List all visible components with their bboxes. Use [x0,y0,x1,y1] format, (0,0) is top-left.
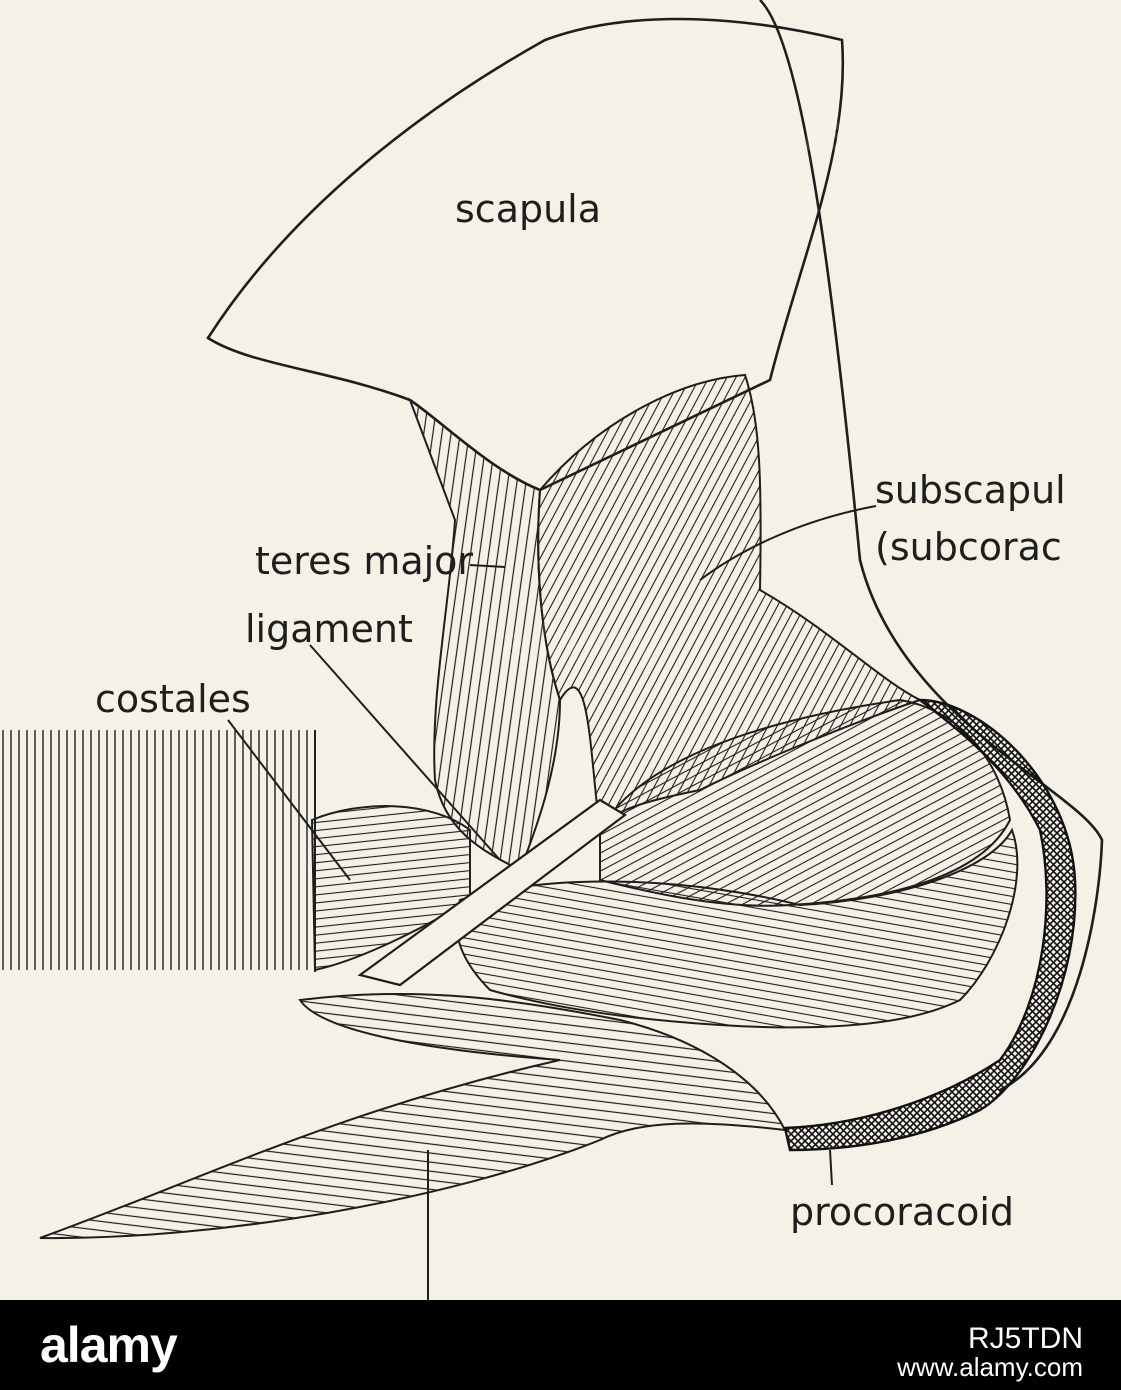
anatomy-diagram: scapula subscapul (subcorac teres major … [0,0,1104,1300]
site-url: www.alamy.com [897,1352,1083,1382]
alamy-logo: alamy [40,1317,178,1373]
costales-hatch-block [0,730,315,970]
ligament-leader [309,644,501,861]
teres-major-muscle [407,397,562,872]
label-teres-major: teres major [255,539,473,583]
pectoral-tendon [39,992,787,1240]
watermark-text: alamy [500,616,663,672]
footer-bar [0,1300,1121,1390]
subscapularis-leader [699,505,877,581]
watermark-text: alamy [770,106,933,162]
label-costales: costales [95,677,251,721]
body-outline [759,0,1104,1092]
label-subcoracoid: (subcorac [875,525,1062,569]
label-ligament: ligament [245,607,413,651]
label-procoracoid: procoracoid [790,1190,1014,1234]
costales-leader [227,719,351,881]
ligament-band [357,798,627,987]
lower-muscle-mass [455,827,1019,1029]
watermark-text: alamy [60,486,223,542]
label-subscapularis: subscapul [875,468,1066,512]
procoracoid-leader [829,1149,833,1186]
procoracoid-cartilage [783,698,1077,1152]
label-scapula: scapula [455,187,601,231]
image-id: RJ5TDN [967,1322,1083,1355]
teres-major-leader [469,564,506,568]
